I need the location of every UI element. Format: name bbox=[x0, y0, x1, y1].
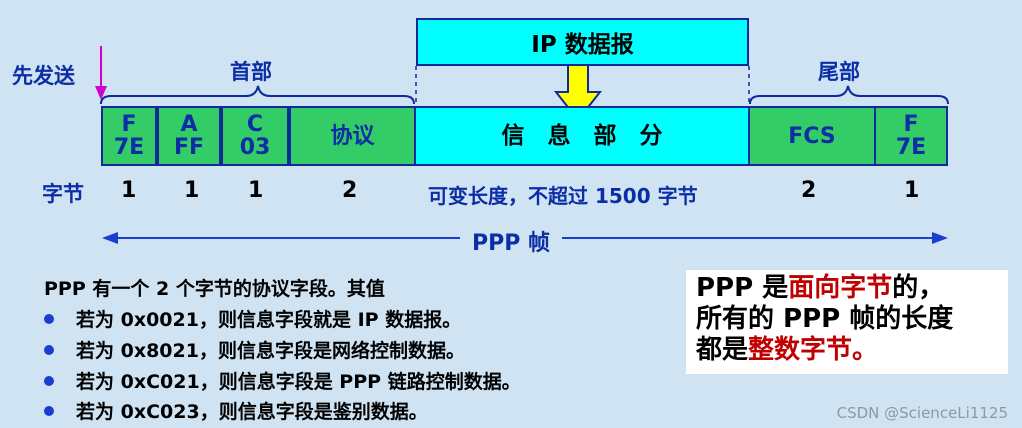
bullet-text: 若为 0xC023，则信息字段是鉴别数据。 bbox=[76, 401, 428, 423]
bullet-text: 若为 0xC021，则信息字段是 PPP 链路控制数据。 bbox=[76, 371, 521, 393]
ppp-frame-label: PPP 帧 bbox=[472, 231, 551, 256]
bullet-item: 若为 0xC023，则信息字段是鉴别数据。 bbox=[44, 397, 428, 424]
bullet-dot bbox=[44, 313, 54, 324]
note-line-1: PPP 是面向字节的， bbox=[696, 273, 945, 303]
frame-arrow-head-right bbox=[932, 232, 948, 244]
byte-count-control: 1 bbox=[248, 178, 264, 203]
field-address: A FF bbox=[157, 106, 221, 166]
bullet-text: 若为 0x0021，则信息字段就是 IP 数据报。 bbox=[76, 309, 462, 331]
protocol-intro: PPP 有一个 2 个字节的协议字段。其值 bbox=[44, 278, 385, 300]
field-fcs-label: FCS bbox=[788, 123, 836, 149]
field-flag-end: F 7E bbox=[874, 106, 948, 166]
header-brace bbox=[100, 85, 415, 105]
byte-count-fcs: 2 bbox=[801, 178, 817, 203]
field-flag-end-line2: 7E bbox=[895, 135, 927, 160]
bullet-dot bbox=[44, 375, 54, 386]
bullet-text: 若为 0x8021，则信息字段是网络控制数据。 bbox=[76, 340, 465, 362]
field-flag-start: F 7E bbox=[101, 106, 157, 166]
bullet-dot bbox=[44, 344, 54, 355]
field-flag-end-line1: F bbox=[903, 112, 919, 137]
field-protocol: 协议 bbox=[289, 106, 416, 166]
field-fcs: FCS bbox=[748, 106, 876, 166]
note-line-3: 都是整数字节。 bbox=[696, 335, 879, 365]
ip-datagram-label: IP 数据报 bbox=[531, 32, 634, 58]
field-information-label: 信 息 部 分 bbox=[501, 122, 663, 149]
field-information: 信 息 部 分 bbox=[414, 106, 750, 166]
field-protocol-label: 协议 bbox=[330, 123, 375, 149]
field-address-line1: A bbox=[180, 112, 198, 137]
byte-count-protocol: 2 bbox=[342, 178, 358, 203]
field-flag-start-line1: F bbox=[121, 112, 137, 137]
trailer-brace bbox=[749, 85, 949, 105]
bytes-label: 字节 bbox=[42, 182, 84, 206]
bullet-item: 若为 0x8021，则信息字段是网络控制数据。 bbox=[44, 336, 465, 363]
field-control: C 03 bbox=[221, 106, 289, 166]
byte-count-information: 可变长度，不超过 1500 字节 bbox=[428, 184, 698, 208]
ip-datagram-box: IP 数据报 bbox=[416, 18, 749, 66]
byte-count-address: 1 bbox=[184, 178, 200, 203]
header-label: 首部 bbox=[230, 60, 272, 84]
field-control-line1: C bbox=[246, 112, 264, 137]
bullet-item: 若为 0x0021，则信息字段就是 IP 数据报。 bbox=[44, 305, 461, 332]
frame-arrow-head-left bbox=[102, 232, 118, 244]
trailer-label: 尾部 bbox=[818, 60, 860, 84]
note-line-2: 所有的 PPP 帧的长度 bbox=[696, 304, 954, 334]
bullet-dot bbox=[44, 405, 54, 416]
field-control-line2: 03 bbox=[239, 135, 271, 160]
send-first-arrow-head bbox=[95, 86, 107, 100]
field-flag-start-line2: 7E bbox=[113, 135, 145, 160]
field-address-line2: FF bbox=[173, 135, 205, 160]
byte-count-flag-end: 1 bbox=[904, 178, 920, 203]
byte-oriented-note: PPP 是面向字节的， 所有的 PPP 帧的长度 都是整数字节。 bbox=[686, 270, 1008, 374]
send-first-label: 先发送 bbox=[12, 64, 75, 88]
watermark: CSDN @ScienceLi1125 bbox=[836, 404, 1008, 422]
bullet-item: 若为 0xC021，则信息字段是 PPP 链路控制数据。 bbox=[44, 367, 521, 394]
byte-count-flag-start: 1 bbox=[121, 178, 137, 203]
